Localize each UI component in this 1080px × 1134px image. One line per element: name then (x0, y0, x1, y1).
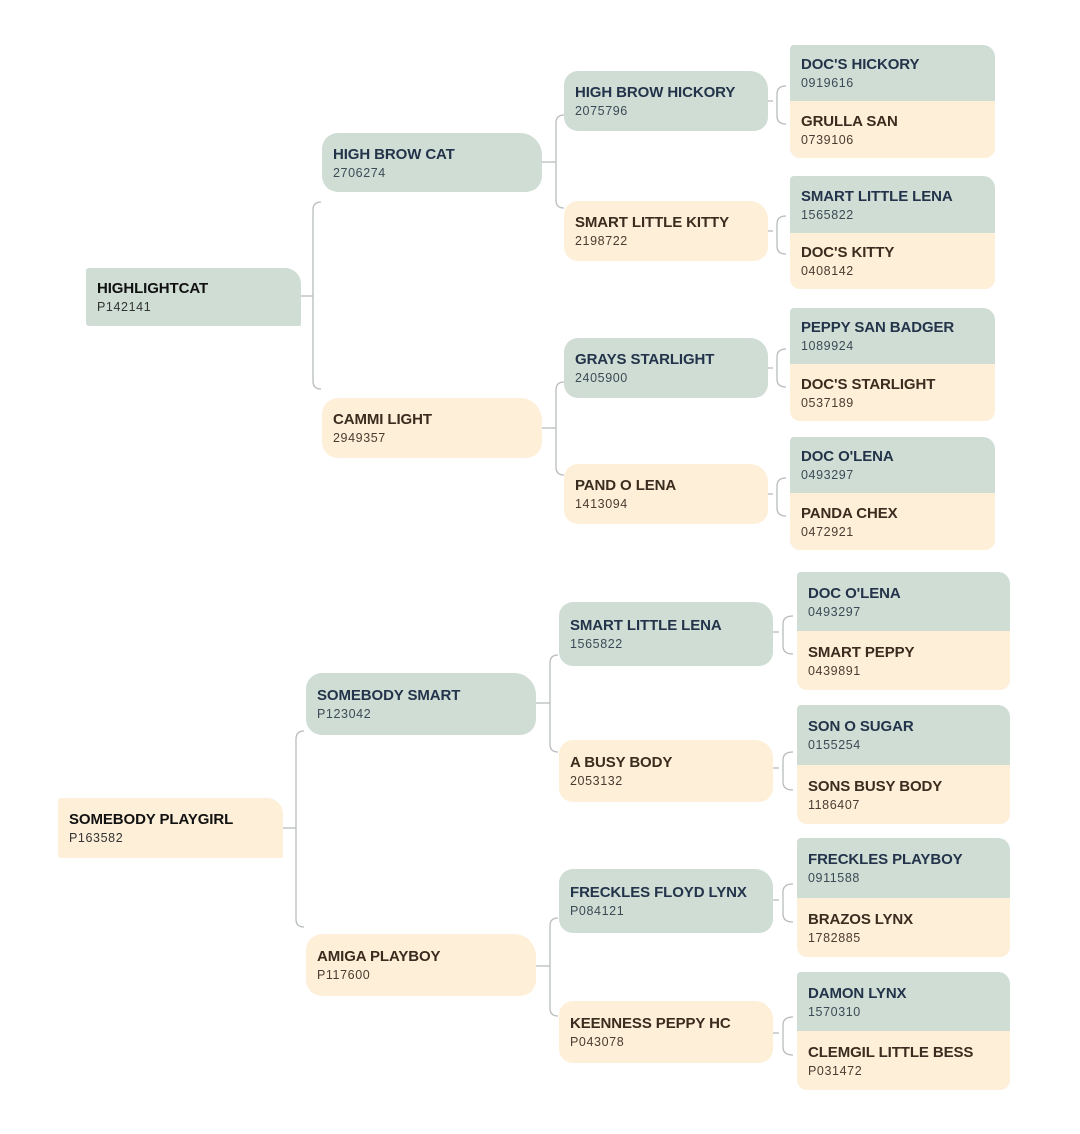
dam-line-box: SONS BUSY BODY 1186407 (797, 765, 1010, 824)
registration-number: P031472 (808, 1063, 863, 1078)
registration-number: 1565822 (570, 637, 623, 651)
horse-name: DOC'S STARLIGHT (801, 375, 936, 393)
horse-name: DOC'S KITTY (801, 244, 895, 261)
sire-line-box: FRECKLES PLAYBOY 0911588 (797, 838, 1010, 898)
horse-name: PANDA CHEX (801, 504, 898, 522)
registration-number: 0155254 (808, 738, 861, 752)
registration-number: 0472921 (801, 524, 854, 539)
horse-name: BRAZOS LYNX (808, 910, 914, 928)
sire-line-box: PEPPY SAN BADGER 1089924 (790, 308, 995, 364)
registration-number: 0439891 (808, 663, 861, 678)
registration-number: P123042 (317, 707, 372, 721)
registration-number: 2075796 (575, 104, 628, 118)
registration-number: P043078 (570, 1035, 625, 1049)
horse-name: SOMEBODY PLAYGIRL (69, 811, 234, 828)
grandparent-pair: PEPPY SAN BADGER 1089924 DOC'S STARLIGHT… (790, 308, 995, 421)
dam-box: AMIGA PLAYBOY P117600 (306, 934, 536, 996)
dam-sire-box: GRAYS STARLIGHT 2405900 (564, 338, 768, 398)
grandparent-pair: SMART LITTLE LENA 1565822 DOC'S KITTY 04… (790, 176, 995, 289)
dam-sire-box: FRECKLES FLOYD LYNX P084121 (559, 869, 773, 933)
registration-number: 2706274 (333, 165, 386, 180)
sire-line-box: SMART LITTLE LENA 1565822 (790, 176, 995, 233)
registration-number: 2949357 (333, 431, 386, 445)
dam-line-box: BRAZOS LYNX 1782885 (797, 898, 1010, 957)
sire-line-box: SON O SUGAR 0155254 (797, 705, 1010, 765)
sire-sire-box: SMART LITTLE LENA 1565822 (559, 602, 773, 666)
horse-name: SOMEBODY SMART (317, 687, 461, 704)
registration-number: 0919616 (801, 76, 854, 90)
horse-name: AMIGA PLAYBOY (317, 948, 441, 965)
horse-name: HIGH BROW HICKORY (575, 84, 736, 101)
grandparent-pair: DOC O'LENA 0493297 PANDA CHEX 0472921 (790, 437, 995, 550)
grandparent-pair: DAMON LYNX 1570310 CLEMGIL LITTLE BESS P… (797, 972, 1010, 1090)
dam-line-box: PANDA CHEX 0472921 (790, 493, 995, 550)
horse-name: PAND O LENA (575, 477, 677, 494)
registration-number: 0911588 (808, 871, 860, 885)
dam-line-box: GRULLA SAN 0739106 (790, 101, 995, 158)
horse-name: PEPPY SAN BADGER (801, 319, 955, 336)
registration-number: 1186407 (808, 797, 860, 812)
sire-line-box: DOC O'LENA 0493297 (790, 437, 995, 493)
registration-number: P117600 (317, 968, 371, 982)
horse-name: DOC O'LENA (801, 448, 894, 465)
dam-line-box: CLEMGIL LITTLE BESS P031472 (797, 1031, 1010, 1090)
horse-name: CAMMI LIGHT (333, 411, 432, 428)
grandparent-pair: SON O SUGAR 0155254 SONS BUSY BODY 11864… (797, 705, 1010, 824)
horse-name: DOC'S HICKORY (801, 56, 920, 73)
registration-number: 0493297 (808, 604, 861, 619)
registration-number: P142141 (97, 300, 152, 314)
dam-line-box: DOC'S STARLIGHT 0537189 (790, 364, 995, 421)
dam-dam-box: PAND O LENA 1413094 (564, 464, 768, 524)
registration-number: 1413094 (575, 497, 628, 511)
registration-number: 0739106 (801, 132, 854, 147)
registration-number: 1782885 (808, 930, 861, 945)
sire-box: HIGH BROW CAT 2706274 (322, 133, 542, 192)
dam-box: CAMMI LIGHT 2949357 (322, 398, 542, 458)
registration-number: 2053132 (570, 774, 623, 788)
horse-name: KEENNESS PEPPY HC (570, 1015, 731, 1032)
horse-name: FRECKLES FLOYD LYNX (570, 884, 747, 901)
registration-number: 0537189 (801, 395, 854, 410)
registration-number: 1565822 (801, 207, 854, 222)
horse-name: A BUSY BODY (570, 754, 673, 771)
horse-name: DOC O'LENA (808, 584, 901, 602)
registration-number: 0493297 (801, 468, 854, 482)
grandparent-pair: DOC'S HICKORY 0919616 GRULLA SAN 0739106 (790, 45, 995, 158)
sire-dam-box: SMART LITTLE KITTY 2198722 (564, 201, 768, 261)
registration-number: P163582 (69, 831, 124, 845)
grandparent-pair: DOC O'LENA 0493297 SMART PEPPY 0439891 (797, 572, 1010, 690)
registration-number: 1570310 (808, 1004, 861, 1019)
dam-line-box: DOC'S KITTY 0408142 (790, 233, 995, 289)
horse-name: SON O SUGAR (808, 718, 914, 735)
sire-box: SOMEBODY SMART P123042 (306, 673, 536, 735)
horse-name: HIGH BROW CAT (333, 145, 455, 163)
horse-name: SMART PEPPY (808, 643, 915, 661)
horse-name: SMART LITTLE KITTY (575, 214, 730, 231)
sire-line-box: DOC O'LENA 0493297 (797, 572, 1010, 631)
registration-number: 1089924 (801, 339, 854, 353)
horse-name: SMART LITTLE LENA (570, 617, 722, 634)
horse-name: HIGHLIGHTCAT (97, 280, 209, 297)
horse-name: FRECKLES PLAYBOY (808, 851, 963, 868)
sire-dam-box: A BUSY BODY 2053132 (559, 740, 773, 802)
sire-sire-box: HIGH BROW HICKORY 2075796 (564, 71, 768, 131)
registration-number: 0408142 (801, 264, 854, 278)
sire-line-box: DAMON LYNX 1570310 (797, 972, 1010, 1031)
horse-name: CLEMGIL LITTLE BESS (808, 1043, 974, 1061)
grandparent-pair: FRECKLES PLAYBOY 0911588 BRAZOS LYNX 178… (797, 838, 1010, 957)
horse-name: SONS BUSY BODY (808, 777, 943, 795)
horse-name: DAMON LYNX (808, 984, 907, 1002)
registration-number: 2405900 (575, 371, 628, 385)
dam-line-box: SMART PEPPY 0439891 (797, 631, 1010, 690)
dam-dam-box: KEENNESS PEPPY HC P043078 (559, 1001, 773, 1063)
sire-line-box: DOC'S HICKORY 0919616 (790, 45, 995, 101)
registration-number: P084121 (570, 904, 625, 918)
horse-name: SMART LITTLE LENA (801, 187, 953, 205)
root-horse-box: SOMEBODY PLAYGIRL P163582 (58, 798, 283, 858)
horse-name: GRULLA SAN (801, 112, 898, 130)
horse-name: GRAYS STARLIGHT (575, 351, 715, 368)
root-horse-box: HIGHLIGHTCAT P142141 (86, 268, 301, 326)
registration-number: 2198722 (575, 234, 628, 248)
